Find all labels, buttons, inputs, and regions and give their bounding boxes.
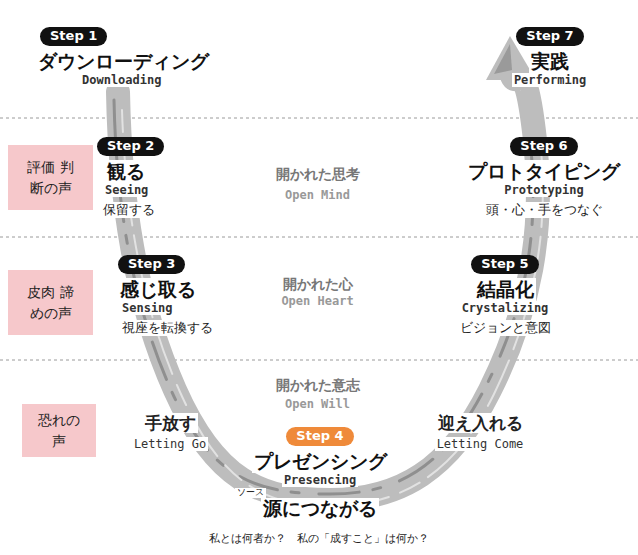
openness-label: 開かれた心	[281, 276, 355, 293]
stage-subtitle: ビジョンと意図	[458, 320, 553, 336]
voice-label: 皮肉 諦めの声	[20, 282, 82, 323]
brush-band	[118, 76, 538, 500]
step-badge: Step 5	[471, 255, 538, 274]
stage-subtitle: 視座を転換する	[120, 320, 215, 336]
movement-english: Letting Come	[435, 437, 526, 451]
step-badge: Step 4	[286, 427, 353, 446]
step-block: Step 7 実践Performing	[495, 27, 605, 87]
stage-title: 源につながる	[261, 498, 379, 519]
stage-english: Performing	[512, 73, 588, 87]
stage-title: 観る	[105, 160, 147, 183]
stage-title: 実践	[529, 50, 571, 73]
label-holder: Letting Go	[120, 437, 220, 451]
label-holder: Open Heart	[240, 294, 395, 308]
step-block: Step 1 ダウンローディングDownloading	[36, 27, 236, 87]
label-holder: Open Mind	[240, 188, 395, 202]
label-holder: Open Will	[240, 397, 395, 411]
stage-english: Downloading	[80, 73, 163, 87]
step-block: Step 2 観るSeeing 保留する	[97, 137, 227, 218]
label-holder: 開かれた意志	[240, 377, 395, 394]
stage-title: プレゼンシング	[252, 450, 389, 473]
step-block: Step 4 プレゼンシングPresencing ソース源につながる	[215, 427, 425, 519]
label-holder: 開かれた心	[240, 276, 395, 293]
label-holder: Letting Come	[420, 437, 540, 451]
label-holder: 迎え入れる	[420, 413, 540, 433]
stage-title: 感じ取る	[118, 278, 198, 301]
step-block: Step 3 感じ取るSensing 視座を転換する	[118, 255, 248, 336]
voice-label: 恐れの声	[30, 410, 88, 451]
ruby-reading: ソース	[235, 488, 266, 498]
arrow-head-shade	[494, 44, 512, 74]
step-badge: Step 7	[516, 27, 583, 46]
step-badge: Step 3	[118, 255, 185, 274]
openness-english: Open Will	[283, 397, 352, 411]
stage-title: プロトタイピング	[466, 160, 622, 183]
stage-title: 結晶化	[475, 278, 536, 301]
movement-label: 迎え入れる	[436, 413, 525, 433]
movement-label: 手放す	[143, 413, 198, 433]
voice-box: 評価 判断の声	[8, 145, 93, 210]
openness-label: 開かれた意志	[274, 377, 362, 394]
voice-label: 評価 判断の声	[20, 157, 82, 198]
stage-subtitle: 頭・心・手をつなぐ	[484, 202, 605, 218]
stage-title: ダウンローディング	[36, 50, 211, 73]
movement-english: Letting Go	[132, 437, 208, 451]
voice-box: 恐れの声	[22, 404, 96, 457]
openness-english: Open Heart	[279, 294, 355, 308]
step-badge: Step 6	[510, 137, 577, 156]
stage-english: Presencing	[282, 473, 358, 487]
step-badge: Step 2	[97, 137, 164, 156]
step-block: Step 5 結晶化Crystalizing ビジョンと意図	[430, 255, 580, 336]
openness-english: Open Mind	[283, 188, 352, 202]
stage-english: Seeing	[103, 183, 150, 197]
voice-box: 皮肉 諦めの声	[8, 270, 93, 335]
label-holder: 開かれた思考	[240, 166, 395, 183]
stage-subtitle: 保留する	[101, 202, 157, 218]
divider-line	[0, 360, 638, 361]
stage-english: Crystalizing	[460, 301, 551, 315]
u-brush-stroke	[114, 76, 543, 506]
caption-holder: 私とは何者か？ 私の「成すこと」は何か？	[60, 532, 578, 545]
stage-english: Sensing	[120, 301, 175, 315]
label-holder: 手放す	[120, 413, 220, 433]
stage-english: Prototyping	[502, 183, 585, 197]
openness-label: 開かれた思考	[274, 166, 362, 183]
step-badge: Step 1	[40, 27, 107, 46]
step-block: Step 6 プロトタイピングPrototyping 頭・心・手をつなぐ	[455, 137, 633, 218]
caption: 私とは何者か？ 私の「成すこと」は何か？	[207, 532, 431, 545]
